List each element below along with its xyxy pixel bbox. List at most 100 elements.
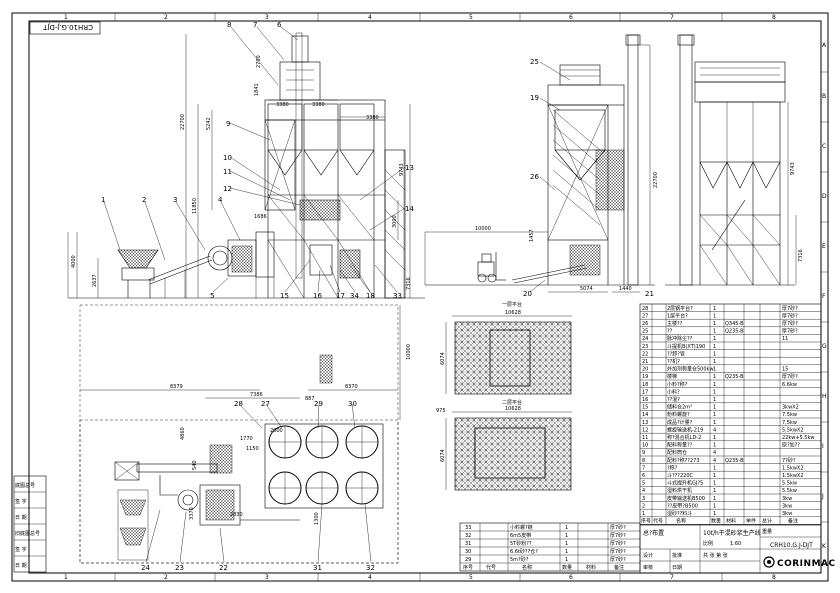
bom-row-name: 湿砂??料斗: [667, 510, 692, 517]
callout-25: 25: [530, 58, 539, 66]
callout-18: 18: [366, 292, 375, 300]
col-label: 7: [670, 574, 674, 581]
col-label: 5: [469, 14, 473, 21]
callout-7: 7: [253, 21, 257, 29]
bom-row-qty: 1: [713, 336, 716, 342]
lower-row-name: 5T砂粉??: [510, 540, 532, 547]
callout-33: 33: [393, 292, 402, 300]
dim-22700-side: 22700: [653, 172, 659, 188]
design-label: 设计: [643, 552, 653, 559]
callout-21: 21: [645, 290, 654, 298]
bom-row-no: 1: [642, 511, 645, 517]
bom-row-note: 7.5kw: [782, 420, 797, 426]
bom-row-qty: 1: [713, 359, 716, 365]
bom-header-total-weight: 总计: [762, 518, 772, 525]
dim-1841: 1841: [254, 83, 260, 96]
corinmac-logo: CORINMAC: [763, 556, 836, 569]
bom-row-no: 25: [642, 329, 648, 335]
bom-row-name: 皮带输送机B500: [667, 495, 705, 502]
bom-row-qty: 1: [713, 313, 716, 319]
lower-row-note: 厚7砂?: [610, 532, 626, 539]
bom-row-name: 湿料烘干机: [667, 487, 692, 494]
callout-3: 3: [173, 196, 177, 204]
bom-row-name: 螺旋输送机-219: [667, 426, 703, 433]
bom-header-code: 代号: [653, 518, 663, 525]
bom-row-qty: 1: [713, 503, 716, 509]
bom-row-no: 28: [642, 306, 648, 312]
bom-row-note: 厚7砂?: [782, 320, 798, 327]
lower-row-name: 5m?砂?: [510, 556, 529, 563]
lower-row-qty: 1: [565, 525, 568, 531]
dim-10000-plan: 10000: [406, 344, 412, 360]
project-title: 10t/h干混砂浆生产线: [703, 529, 761, 537]
lower-row-qty: 1: [565, 533, 568, 539]
callout-27: 27: [261, 400, 270, 408]
title-drawing-code: CRH10.G.J-DJT: [770, 542, 813, 549]
platform-bottom-width: 10628: [505, 406, 521, 412]
callout-26: 26: [530, 173, 539, 181]
bom-row-no: 13: [642, 420, 648, 426]
callout-8: 8: [227, 21, 231, 29]
strip-cell: 日 期: [15, 563, 27, 569]
bom-row-name: 楼梯: [667, 373, 677, 380]
bom-row-no: 18: [642, 382, 648, 388]
bom-row-name: 2层钢平台?: [667, 305, 693, 312]
brand-name: CORINMAC: [777, 559, 836, 569]
bom-header-material: 材料: [726, 518, 736, 525]
bom-row-material: Q235-B: [725, 329, 744, 335]
plan-view: 10000 8379 7386 8370 4860 1770 1150 2000…: [79, 304, 412, 572]
bom-row-no: 5: [642, 481, 645, 487]
callout-11: 11: [223, 168, 232, 176]
bom-row-note: 22kw+5.5kw: [782, 435, 814, 441]
bom-row-qty: 1: [713, 511, 716, 517]
lower-row-no: 31: [465, 541, 471, 547]
col-label: 6: [569, 14, 573, 21]
bom-row-no: 4: [642, 488, 645, 494]
platform-top-label: 一层平台: [502, 301, 522, 308]
bom-row-name: 小料?: [667, 388, 680, 395]
bom-row-no: 3: [642, 496, 645, 502]
callout-13: 13: [405, 164, 414, 172]
bom-row-no: 17: [642, 389, 648, 395]
col-label: 2: [164, 14, 168, 21]
col-label: 7: [670, 14, 674, 21]
bom-row-qty: 4: [713, 458, 716, 464]
col-label: 6: [569, 574, 573, 581]
lower-row-name: 小料螺?链: [510, 524, 533, 531]
callout-29: 29: [314, 400, 323, 408]
dim-10000-side: 10000: [475, 226, 491, 232]
dim-2830: 2830: [230, 512, 243, 518]
bom-row-note: 厚7砂?: [782, 312, 798, 319]
dim-9743-end: 9743: [790, 162, 796, 175]
lower-row-qty: 1: [565, 549, 568, 555]
bom-row-name: 斗???220C: [667, 473, 694, 479]
bom-row-note: 7.5kw: [782, 412, 797, 418]
bom-row-no: 10: [642, 443, 648, 449]
bom-row-no: 11: [642, 435, 648, 441]
lower-header-note: 备注: [614, 564, 624, 571]
bom-row-name: 外加剂称量仓500kw: [667, 366, 714, 373]
side-elevation-view: 10000 1457 2270: [424, 34, 659, 298]
bom-row-note: 3kw: [782, 503, 792, 509]
col-label: 4: [368, 574, 372, 581]
bom-row-note: 15: [782, 367, 788, 373]
callout-31: 31: [313, 564, 322, 572]
row-label: B: [822, 93, 826, 100]
revision-strip: 底图总号 签 字 日 期 旧底图总号 签 字 日 期: [13, 475, 47, 573]
dim-887: 887: [305, 396, 315, 402]
bom-row-no: 2: [642, 503, 645, 509]
dim-3380-c: 3380: [366, 115, 379, 121]
dim-7386: 7386: [250, 392, 263, 398]
bom-row-note: 3kw: [782, 496, 792, 502]
sheet-count: 共 张 第 张: [703, 552, 728, 559]
bom-row-name: 储料仓2m³: [667, 404, 692, 411]
bom-row-no: 7: [642, 465, 645, 471]
lower-header-code: 代号: [486, 564, 496, 571]
dim-8370: 8370: [345, 384, 358, 390]
title-block: 10t/h干混砂浆生产线 总?布置 CRH10.G.J-DJT 比例 1:60 …: [639, 524, 836, 574]
col-label: 5: [469, 574, 473, 581]
bom-row-no: 12: [642, 427, 648, 433]
bom-row-qty: 1: [713, 405, 716, 411]
